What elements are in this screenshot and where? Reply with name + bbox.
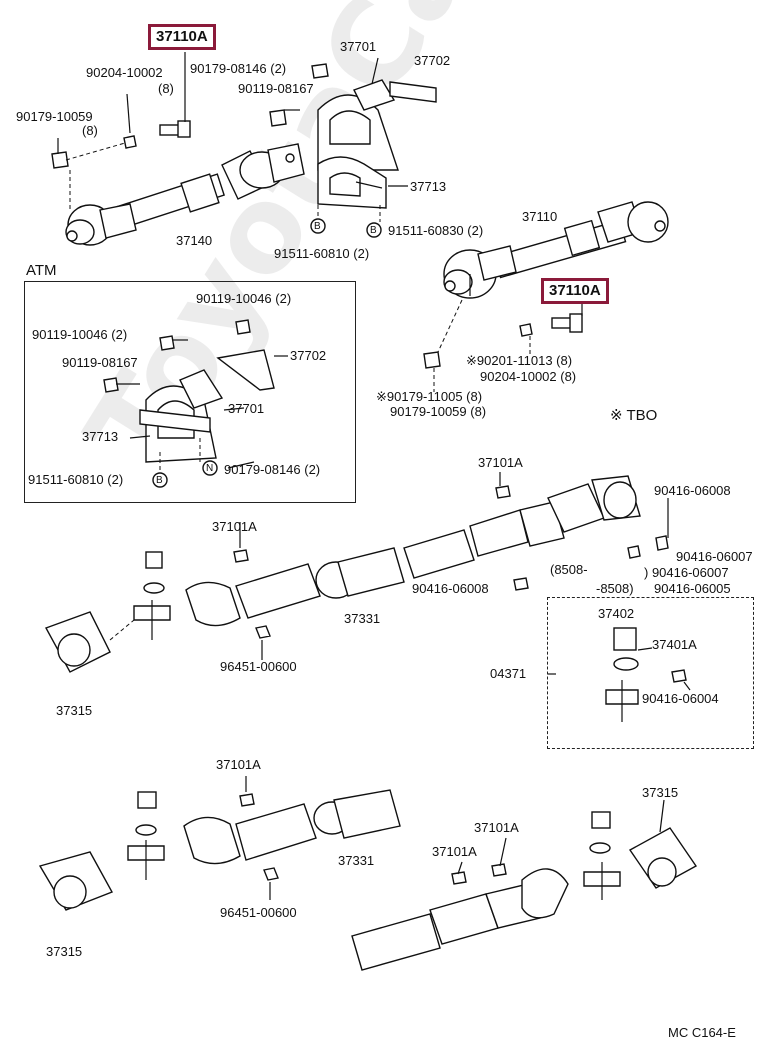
label-atm-90119-10046-b: 90119-10046 (2) <box>32 327 128 342</box>
middle-left-joint <box>44 551 171 673</box>
label-atm-37713: 37713 <box>82 429 119 444</box>
label-90179-10059-top: 90179-10059 <box>16 109 93 124</box>
label-90416-06005: 90416-06005 <box>654 581 731 596</box>
label-37110: 37110 <box>522 209 558 224</box>
label-37401A: 37401A <box>652 637 697 652</box>
middle-shaft-assembly <box>185 475 669 660</box>
label-96451-00600-bottom: 96451-00600 <box>220 905 297 920</box>
bottom-right-shaft <box>351 811 698 971</box>
highlight-37110A-top[interactable]: 37110A <box>148 24 216 50</box>
bolts-top-left <box>51 52 191 212</box>
label-37315-bottom-left: 37315 <box>46 944 83 959</box>
label-atm-37702: 37702 <box>290 348 327 363</box>
label-90179-08146-top: 90179-08146 (2) <box>190 61 287 76</box>
label-8508-b: -8508) <box>596 581 634 596</box>
propeller-shaft-37140 <box>65 143 305 246</box>
label-atm-37701: 37701 <box>228 401 265 416</box>
label-91511-60830: 91511-60830 (2) <box>388 223 484 238</box>
label-90179-11005: ※90179-11005 (8) <box>376 389 483 404</box>
section-atm: ATM <box>26 262 57 279</box>
marker-b-1: B <box>314 221 321 232</box>
label-90416-06004: 90416-06004 <box>642 691 719 706</box>
label-37315-bottom-right: 37315 <box>642 785 679 800</box>
bracket-37713-top <box>317 156 408 222</box>
label-90119-08167-top: 90119-08167 <box>238 81 314 96</box>
label-atm-91511-60810: 91511-60810 (2) <box>28 472 124 487</box>
label-90179-10059-top-qty: (8) <box>82 123 98 138</box>
label-90416-06008-a: 90416-06008 <box>654 483 731 498</box>
bottom-left-joint <box>38 791 165 911</box>
label-91511-60810-top: 91511-60810 (2) <box>274 246 370 261</box>
label-90416-06007-b: ) 90416-06007 <box>644 565 729 580</box>
atm-center-bearing <box>103 319 288 474</box>
label-37701-top: 37701 <box>340 39 377 54</box>
label-37713-top: 37713 <box>410 179 447 194</box>
reference-code: MC C164-E <box>668 1025 736 1040</box>
label-90204-10002-top-qty: (8) <box>158 81 174 96</box>
bolts-top-right <box>423 299 583 392</box>
leader-lines <box>129 181 691 875</box>
marker-n: N <box>206 463 214 474</box>
label-04371: 04371 <box>490 666 527 681</box>
label-37331-middle: 37331 <box>344 611 381 626</box>
journal-kit-box <box>547 597 754 749</box>
label-37101A-m-b: 37101A <box>212 519 257 534</box>
label-37101A-b-c: 37101A <box>432 844 477 859</box>
label-37702-top: 37702 <box>414 53 451 68</box>
label-90204-10002-top: 90204-10002 <box>86 65 163 80</box>
label-atm-90119-10046-a: 90119-10046 (2) <box>196 291 292 306</box>
label-90179-10059-right: 90179-10059 (8) <box>390 404 487 419</box>
label-37331-bottom: 37331 <box>338 853 375 868</box>
bottom-left-shaft <box>183 789 401 900</box>
label-atm-90119-08167: 90119-08167 <box>62 355 138 370</box>
label-37101A-b-a: 37101A <box>216 757 261 772</box>
label-37140: 37140 <box>176 233 213 248</box>
center-bearing-37701 <box>269 57 437 171</box>
marker-b-2: B <box>370 225 377 236</box>
label-atm-90179-08146: 90179-08146 (2) <box>224 462 321 477</box>
label-90201-11013: ※90201-11013 (8) <box>466 353 573 368</box>
label-90416-06008-b: 90416-06008 <box>412 581 489 596</box>
label-37101A-m-a: 37101A <box>478 455 523 470</box>
label-37402: 37402 <box>598 606 635 621</box>
highlight-37110A-right[interactable]: 37110A <box>541 278 609 304</box>
label-96451-00600-middle: 96451-00600 <box>220 659 297 674</box>
label-37101A-b-b: 37101A <box>474 820 519 835</box>
label-90204-10002-right: 90204-10002 (8) <box>480 369 577 384</box>
label-8508-a: (8508- <box>550 562 588 577</box>
section-tbo: ※ TBO <box>610 407 658 424</box>
marker-b-3: B <box>156 475 163 486</box>
label-37315-middle: 37315 <box>56 703 93 718</box>
journal-kit-04371 <box>605 627 687 722</box>
label-90416-06007-a: 90416-06007 <box>676 549 753 564</box>
atm-box <box>24 281 356 503</box>
